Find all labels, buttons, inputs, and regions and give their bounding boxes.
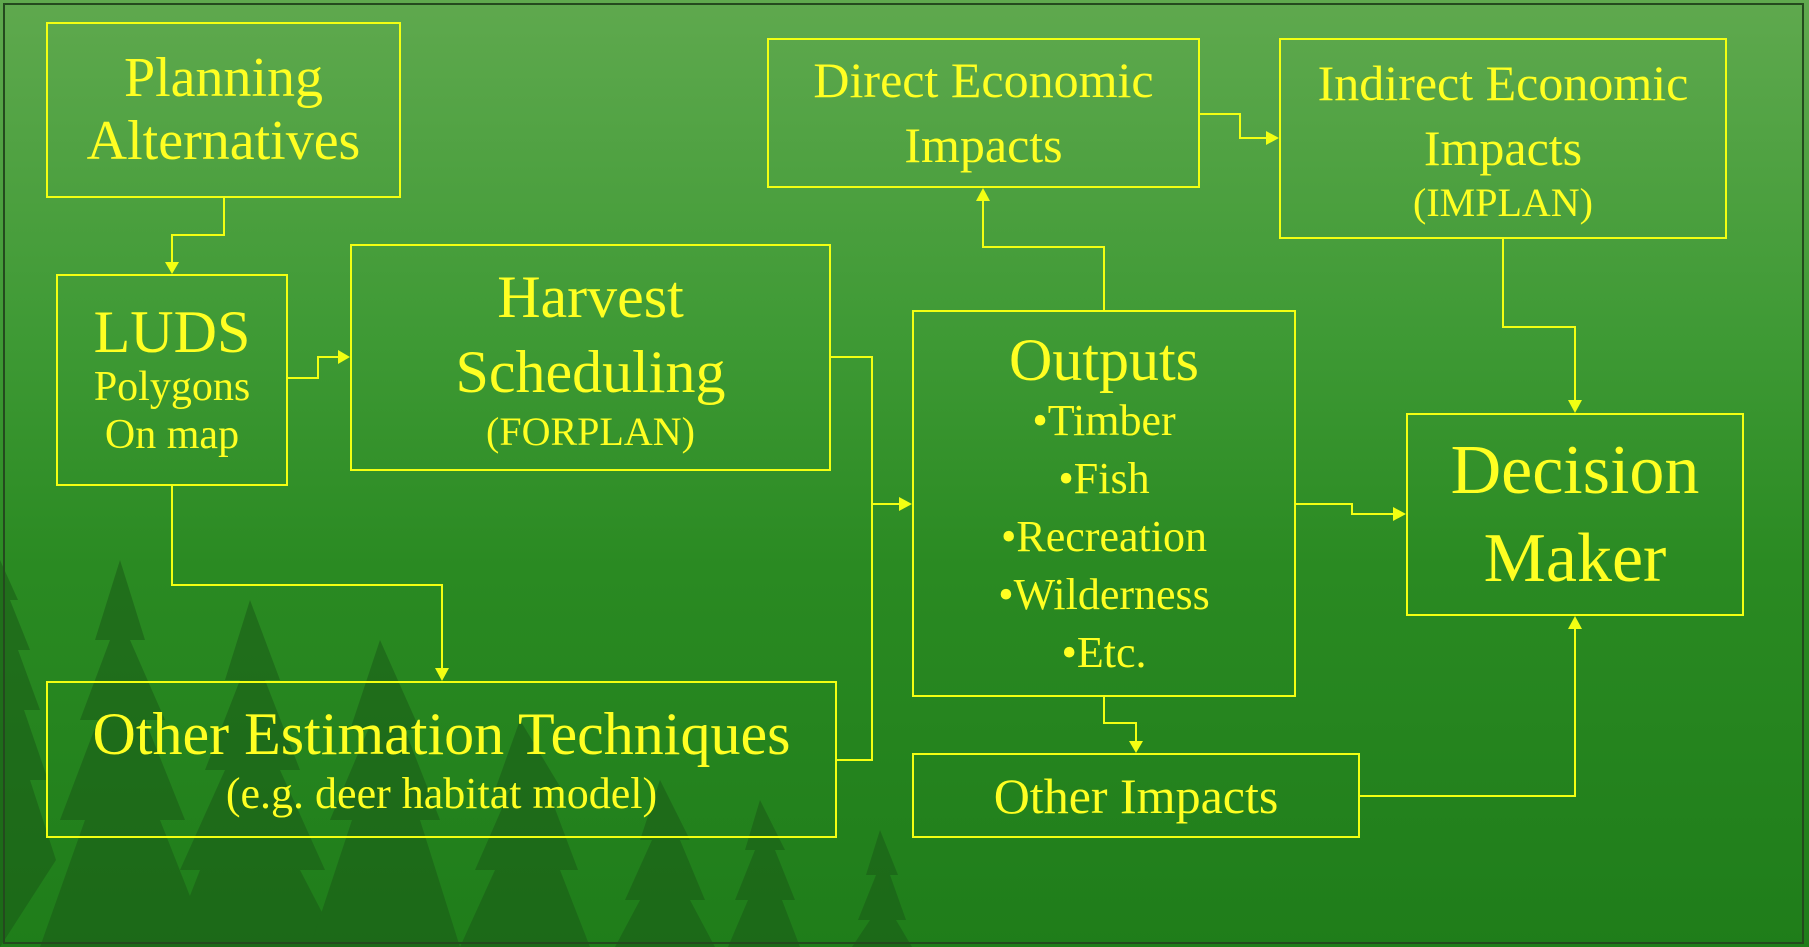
arrow-estimation-to-outputs [837,504,873,761]
outputs-item: •Etc. [1061,628,1147,677]
outputs-item: •Fish [1058,454,1150,503]
direct-line1: Direct Economic [813,52,1154,108]
luds-line3: On map [104,411,240,458]
decision-maker-box: Decision Maker [1406,413,1744,616]
indirect-line1: Indirect Economic [1317,55,1689,112]
arrowhead-icon [1266,131,1279,145]
direct-line2: Impacts [904,117,1063,173]
luds-line2: Polygons [93,364,251,411]
luds-box: LUDS Polygons On map [56,274,288,486]
arrowhead-icon [435,668,449,681]
outputs-item: •Timber [1032,396,1176,445]
harvest-line3: (FORPLAN) [486,409,695,455]
outputs-title: Outputs [1008,327,1200,393]
planning-line1: Planning [123,47,324,110]
estimation-line2: (e.g. deer habitat model) [225,768,658,818]
arrow-outputs-to-direct [982,201,1105,310]
arrow-other-impacts-to-decision [1360,629,1576,797]
arrow-outputs-to-decision [1296,503,1393,515]
planning-line2: Alternatives [86,110,361,172]
arrowhead-icon [1568,400,1582,413]
indirect-line2: Impacts [1423,120,1583,177]
decision-line1: Decision [1450,432,1700,509]
other-impacts-line1: Other Impacts [993,767,1279,824]
planning-alternatives-box: Planning Alternatives [46,22,401,198]
decision-line2: Maker [1483,519,1667,597]
arrow-outputs-to-other-impacts [1103,697,1137,741]
other-estimation-techniques-box: Other Estimation Techniques (e.g. deer h… [46,681,837,838]
luds-title: LUDS [93,299,251,366]
outputs-item: •Wilderness [998,570,1210,619]
arrowhead-icon [338,350,350,364]
arrow-luds-to-estimation [171,486,443,668]
indirect-economic-impacts-box: Indirect Economic Impacts (IMPLAN) [1279,38,1727,239]
arrowhead-icon [1393,507,1406,521]
arrowhead-icon [899,497,912,511]
arrow-luds-to-harvest [288,356,340,379]
arrow-harvest-to-outputs [831,356,899,505]
arrowhead-icon [165,262,179,274]
harvest-scheduling-box: Harvest Scheduling (FORPLAN) [350,244,831,471]
arrowhead-icon [1129,741,1143,753]
arrowhead-icon [1568,616,1582,629]
other-impacts-box: Other Impacts [912,753,1360,838]
outputs-item: •Recreation [1001,512,1207,561]
outputs-box: Outputs •Timber •Fish •Recreation •Wilde… [912,310,1296,697]
estimation-line1: Other Estimation Techniques [92,700,791,767]
arrow-planning-to-luds [171,198,225,264]
harvest-line2: Scheduling [455,339,726,406]
arrow-direct-to-indirect [1200,113,1266,139]
arrow-indirect-to-decision [1502,239,1576,400]
direct-economic-impacts-box: Direct Economic Impacts [767,38,1200,188]
indirect-line3: (IMPLAN) [1413,180,1593,226]
harvest-line1: Harvest [497,264,684,331]
arrowhead-icon [976,188,990,201]
